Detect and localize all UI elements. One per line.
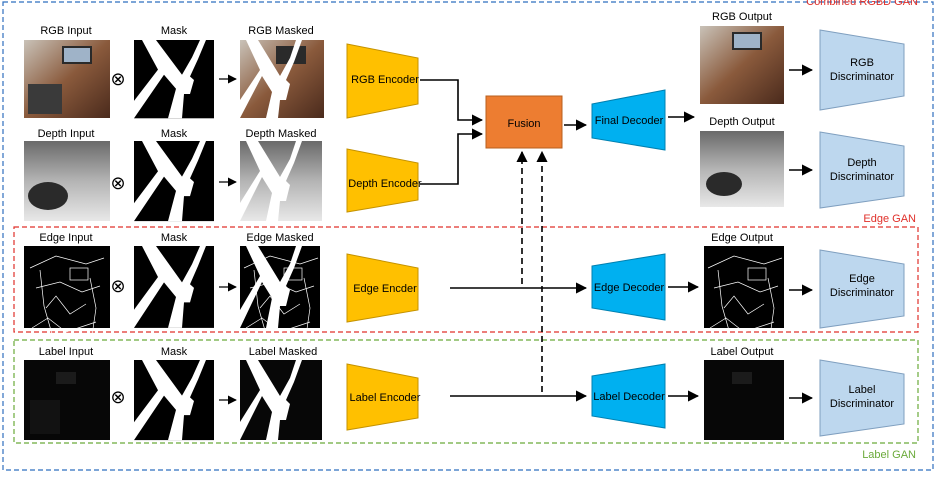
label-output-label: Label Output xyxy=(711,346,774,358)
rgb-output-image xyxy=(700,26,784,104)
rgb-discriminator-label-line1: RGB xyxy=(850,57,874,69)
depth-encoder-label: Depth Encoder xyxy=(348,178,422,190)
edge-input-label: Edge Input xyxy=(39,232,92,244)
depth-input-image xyxy=(24,141,110,221)
label-times-icon: ⊗ xyxy=(110,387,125,407)
edge-decoder-label: Edge Decoder xyxy=(594,282,665,294)
edge-gan-label: Edge GAN xyxy=(863,213,916,225)
rgb-discriminator-block xyxy=(819,29,905,111)
label-decoder-label: Label Decoder xyxy=(593,391,665,403)
depth-output-label: Depth Output xyxy=(709,116,774,128)
rgb-encoder-to-fusion-arrow xyxy=(420,79,484,126)
depth-encoder-block xyxy=(346,148,419,213)
edge-masked-image xyxy=(240,246,320,337)
label-decoder-block xyxy=(591,363,666,429)
depth-mask-label: Mask xyxy=(161,128,188,140)
depth-discriminator-label-line1: Depth xyxy=(847,157,876,169)
rgb-input-label: RGB Input xyxy=(40,25,91,37)
label-masked-label: Label Masked xyxy=(249,346,318,358)
edge-times-icon: ⊗ xyxy=(110,276,125,296)
edge-discriminator-label-line1: Edge xyxy=(849,273,875,285)
depth-masked-label: Depth Masked xyxy=(246,128,317,140)
label-discriminator-block xyxy=(819,359,905,437)
edge-masked-label: Edge Masked xyxy=(246,232,313,244)
label-encoder-block xyxy=(346,363,419,431)
depth-discriminator-label-line2: Discriminator xyxy=(830,171,895,183)
label-gan-label: Label GAN xyxy=(862,449,916,461)
edge-input-image xyxy=(24,246,110,337)
depth-masked-image xyxy=(240,141,322,221)
rgb-encoder-label: RGB Encoder xyxy=(351,74,419,86)
label-mask-label: Mask xyxy=(161,346,188,358)
depth-discriminator-block xyxy=(819,131,905,209)
rgb-output-label: RGB Output xyxy=(712,11,772,23)
edge-discriminator-label-line2: Discriminator xyxy=(830,287,895,299)
edge-output-label: Edge Output xyxy=(711,232,773,244)
depth-mask-image xyxy=(134,141,214,222)
edge-encoder-label: Edge Encder xyxy=(353,283,417,295)
final-decoder-label: Final Decoder xyxy=(595,115,664,127)
edge-mask-image xyxy=(134,246,214,328)
label-output-image xyxy=(704,360,784,440)
label-gan-frame xyxy=(13,339,919,444)
depth-input-label: Depth Input xyxy=(38,128,95,140)
rgb-mask-image xyxy=(134,40,214,119)
edge-output-image xyxy=(704,246,784,337)
edge-gan-frame xyxy=(13,226,919,333)
edge-decoder-block xyxy=(591,253,666,321)
label-discriminator-label-line1: Label xyxy=(849,384,876,396)
fusion-label: Fusion xyxy=(507,118,540,130)
edge-discriminator-block xyxy=(819,249,905,329)
rgb-mask-label: Mask xyxy=(161,25,188,37)
rgb-masked-image xyxy=(240,40,324,118)
label-discriminator-label-line2: Discriminator xyxy=(830,398,895,410)
final-decoder-block xyxy=(591,89,666,151)
label-mask-image xyxy=(134,360,214,441)
edge-encoder-block xyxy=(346,253,419,323)
rgb-encoder-block xyxy=(346,43,419,119)
depth-output-image xyxy=(700,131,784,207)
rgb-discriminator-label-line2: Discriminator xyxy=(830,71,895,83)
label-encoder-label: Label Encoder xyxy=(350,392,421,404)
rgb-input-image xyxy=(24,40,110,118)
combined-rgbd-gan-label: Combined RGBD GAN xyxy=(806,0,918,8)
edge-mask-label: Mask xyxy=(161,232,188,244)
combined-rgbd-gan-frame xyxy=(2,1,934,471)
depth-encoder-to-fusion-arrow xyxy=(420,128,484,185)
depth-times-icon: ⊗ xyxy=(110,173,125,193)
rgb-masked-label: RGB Masked xyxy=(248,25,313,37)
label-input-label: Label Input xyxy=(39,346,93,358)
label-masked-image xyxy=(240,360,322,440)
label-input-image xyxy=(24,360,110,440)
fusion-block xyxy=(485,95,563,149)
rgb-times-icon: ⊗ xyxy=(110,69,125,89)
